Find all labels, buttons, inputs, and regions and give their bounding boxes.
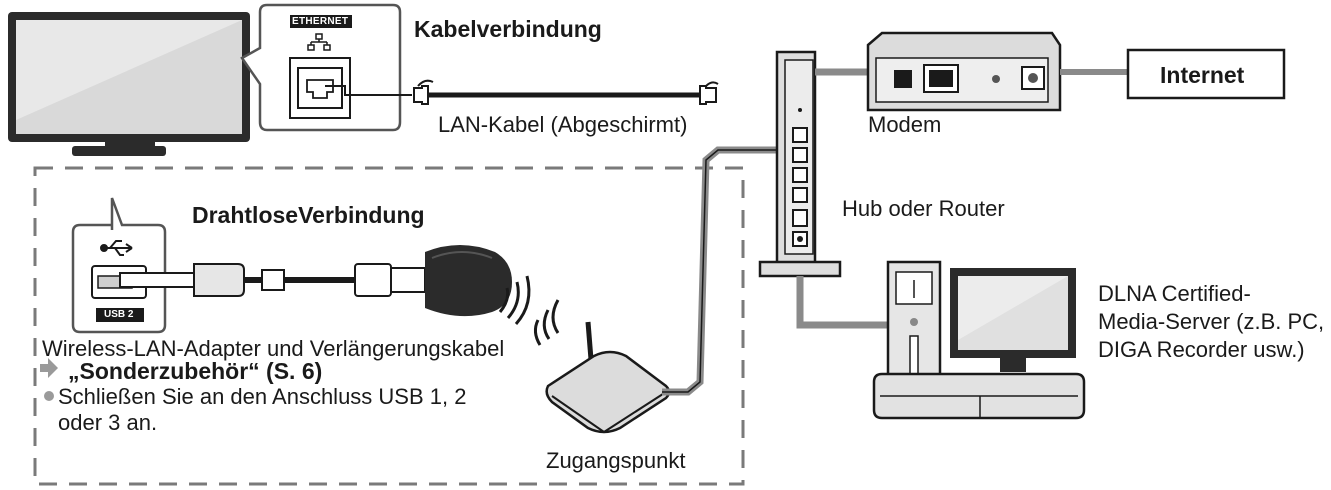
usb-port-note: Schließen Sie an den Anschluss USB 1, 2 … [58, 384, 467, 435]
wireless-waves-icon [498, 275, 560, 346]
access-point-device [545, 321, 671, 434]
hub-router-label: Hub oder Router [842, 196, 1005, 221]
network-symbol-icon [307, 33, 331, 51]
usb-port-label: USB 2 [104, 309, 134, 320]
monitor-device [950, 268, 1076, 372]
access-point-label: Zugangspunkt [546, 448, 686, 473]
tv-icon [8, 12, 250, 156]
dlna-server-label: DLNA Certified- Media-Server (z.B. PC, D… [1098, 281, 1325, 362]
router-pc-cable [796, 276, 906, 329]
internet-label: Internet [1160, 62, 1245, 88]
wireless-area-box [33, 166, 745, 486]
internet-box [1126, 48, 1286, 100]
modem-device [866, 31, 1062, 112]
ethernet-callout [240, 3, 402, 132]
wireless-lan-adapter [119, 245, 512, 317]
reference-arrow-icon [40, 358, 58, 378]
wireless-connection-heading: DrahtloseVerbindung [192, 202, 425, 228]
bullet-icon [44, 391, 54, 401]
wireless-adapter-label: Wireless-LAN-Adapter und Verlängerungska… [42, 336, 505, 361]
hub-router-device [758, 50, 842, 278]
pc-tower-device [886, 260, 942, 394]
modem-label: Modem [868, 112, 942, 137]
recorder-device [872, 372, 1086, 420]
wired-connection-heading: Kabelverbindung [414, 16, 602, 42]
ethernet-port-label: ETHERNET [292, 16, 349, 27]
usb-symbol-icon [100, 240, 133, 256]
lan-cable-label: LAN-Kabel (Abgeschirmt) [438, 112, 688, 137]
accessory-reference-link[interactable]: „Sonderzubehör“ (S. 6) [68, 358, 323, 384]
lan-cable [325, 79, 719, 105]
